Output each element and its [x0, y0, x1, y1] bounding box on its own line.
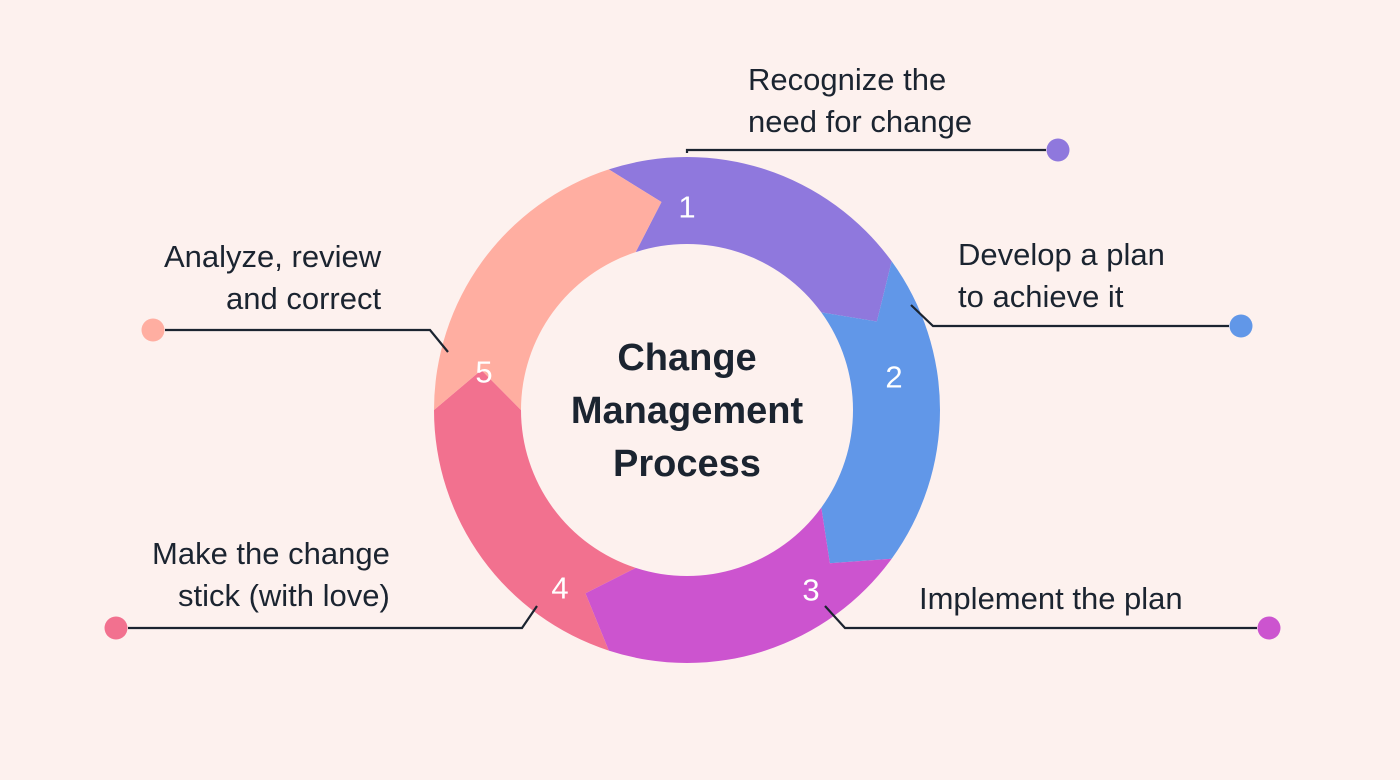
leader-dot-2[interactable] [1229, 314, 1253, 338]
leader-dots [104, 138, 1281, 640]
donut-segment-2[interactable] [821, 261, 940, 564]
segment-number-3: 3 [802, 573, 819, 608]
leader-line-3 [824, 605, 1257, 630]
callout-label-3: Implement the plan [919, 581, 1183, 616]
donut-segment-1[interactable] [608, 156, 892, 322]
segment-number-4: 4 [551, 571, 568, 606]
center-title-line-3: Process [613, 443, 761, 485]
segment-number-2: 2 [885, 360, 902, 395]
donut-step-numbers: 1 2 3 4 5 [475, 190, 902, 608]
donut-segment-3[interactable] [585, 507, 892, 664]
donut-segment-5[interactable] [434, 169, 662, 410]
leader-dot-1[interactable] [1046, 138, 1070, 162]
callout-label-2: Develop a plan to achieve it [958, 237, 1165, 315]
callout-label-4: Make the change stick (with love) [152, 536, 390, 614]
donut-segments [434, 156, 940, 664]
segment-number-5: 5 [475, 355, 492, 390]
callout-label-1: Recognize the need for change [748, 62, 973, 140]
leader-line-2 [910, 304, 1229, 328]
leader-dot-5[interactable] [141, 318, 165, 342]
donut-segment-4[interactable] [434, 370, 636, 651]
callout-label-5: Analyze, review and correct [164, 239, 382, 317]
segment-number-1: 1 [678, 190, 695, 225]
leader-dot-3[interactable] [1257, 616, 1281, 640]
leader-line-5 [165, 328, 449, 353]
leader-line-1 [685, 148, 1046, 153]
center-title-line-2: Management [571, 390, 804, 432]
leader-lines [128, 148, 1257, 630]
leader-line-4 [128, 605, 538, 630]
leader-dot-4[interactable] [104, 616, 128, 640]
center-title-line-1: Change [617, 337, 756, 379]
